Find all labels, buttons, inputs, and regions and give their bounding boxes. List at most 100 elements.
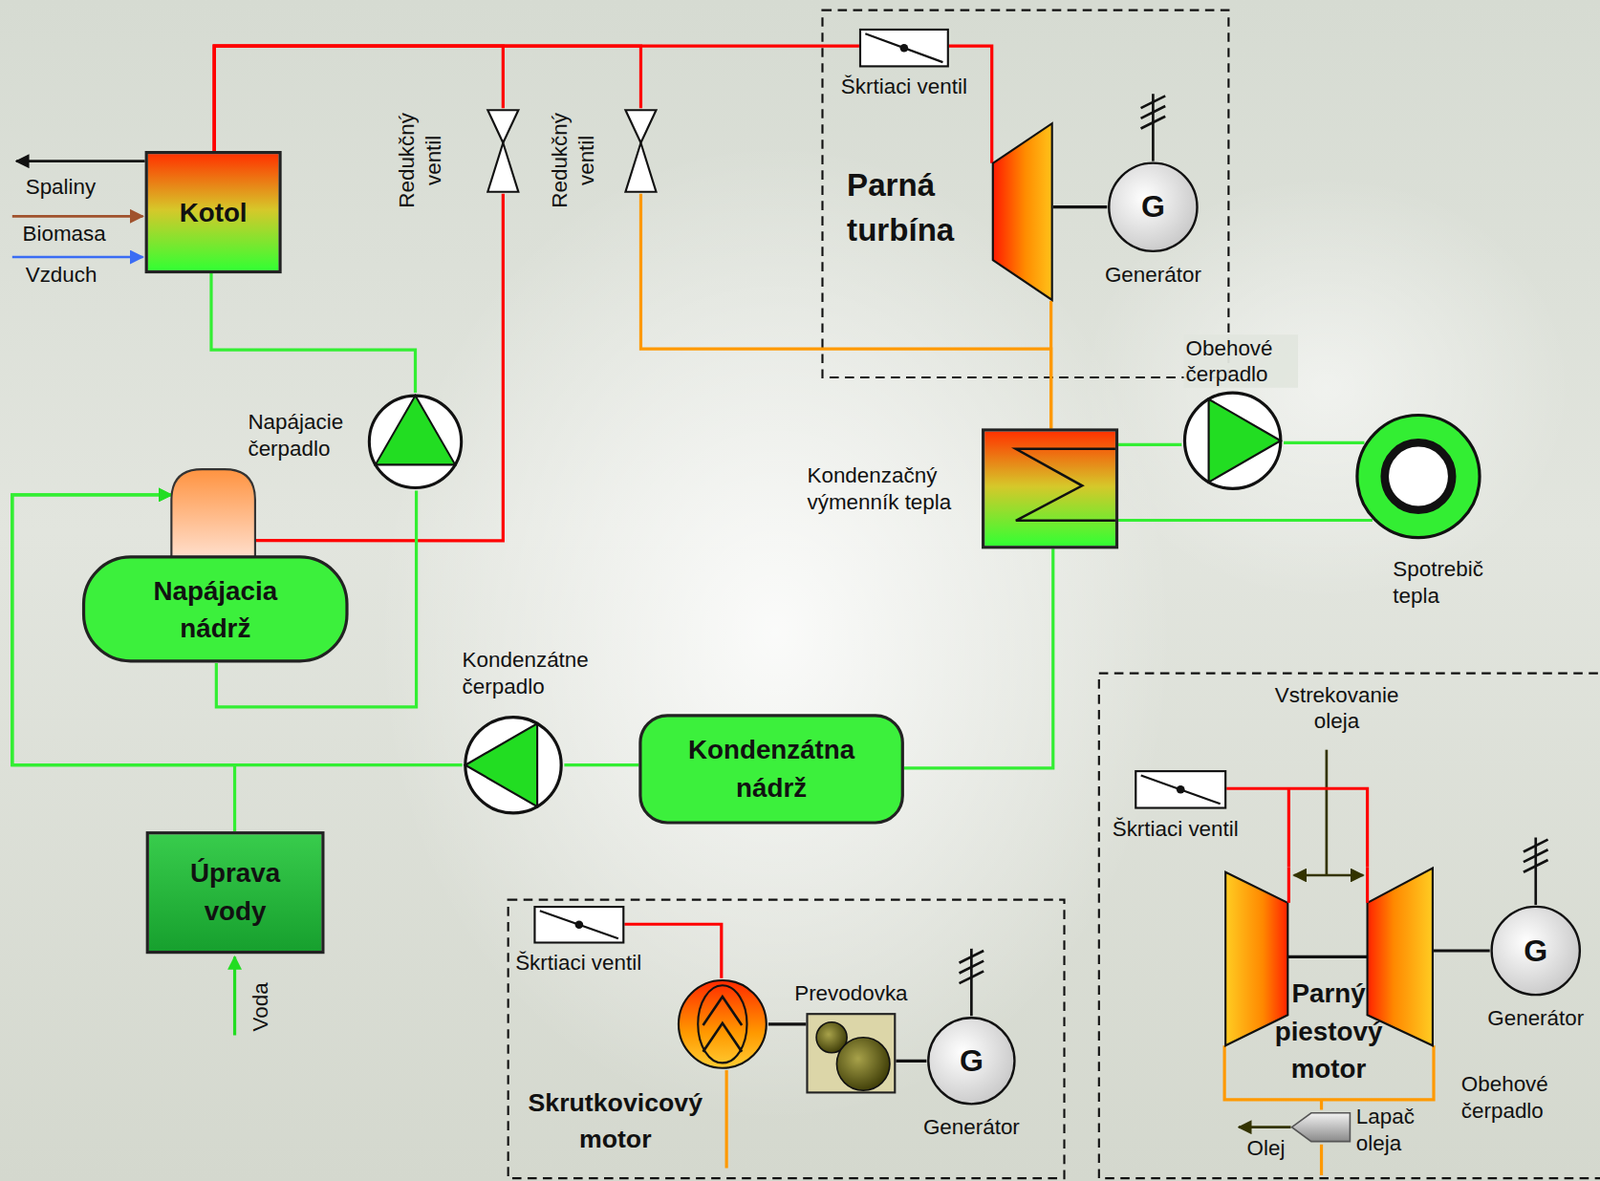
shape-part [1209,399,1281,483]
node-label: Parná turbína [846,163,982,254]
exhaust-outlet-line [1319,1145,1323,1176]
node-label: Napájacie čerpadlo [247,409,363,463]
shape-part [970,949,973,1017]
pipe-line [1226,788,1367,867]
shape-part [1491,907,1580,995]
throttle-valve: Škrtiaci ventil [533,906,625,945]
node-label: Lapač oleja [1356,1103,1438,1158]
annotation-label: Olej [1247,1134,1286,1162]
shape-part [806,1014,895,1093]
node-label: Generátor [1479,1005,1592,1033]
shape-part [1176,785,1186,795]
throttle-valve: Škrtiaci ventil [1134,770,1227,810]
pipe-line [563,763,639,767]
node-label: Úprava vody [163,855,306,931]
pipe-line [214,45,503,152]
shape-part [1523,849,1549,863]
node-label: Kondenzačný výmenník tepla [806,462,973,517]
shape-part [900,43,909,53]
shape-part [625,142,656,192]
symbol-drawing [984,432,1116,547]
shape-part [465,723,538,807]
shape-part [487,109,519,143]
shape-part [1287,866,1291,903]
shape-part [959,961,985,974]
symbol-drawing [533,906,625,945]
node-label: Skrutkovicový motor [513,1084,718,1158]
feed-pump: Napájacie čerpadlo [366,392,464,491]
shape-part [1523,860,1549,873]
shape-part [534,907,624,943]
node-label: Obehové čerpadlo [1183,334,1298,389]
pipe-line [640,194,1051,430]
shape-part [1135,771,1226,808]
node-label: Spotrebič tepla [1392,556,1515,610]
reducing-valve: Redukčný ventil [485,108,520,195]
pipe-line [255,194,503,541]
flue-gas-arrow [16,159,146,163]
screw-motor: Skrutkovicový motor [676,978,769,1071]
shape-part [1287,955,1367,959]
shape-part [1016,449,1116,521]
shape-part [84,557,347,662]
symbol-drawing [676,978,769,1071]
node-label: Kondenzátna nádrž [664,732,879,808]
shape-part [864,33,943,63]
symbol-drawing [485,108,520,195]
shape-part [860,29,949,66]
shape-part [1151,93,1155,161]
symbol-drawing [366,392,464,491]
pipe-line [1433,949,1491,952]
symbol-drawing [992,122,1054,302]
shape-part [1292,1113,1351,1143]
symbol-drawing [859,28,950,68]
shape-part [1534,838,1537,906]
screw-group-frame [508,900,1065,1179]
pipe-line [214,45,641,152]
shape-part [1384,442,1452,510]
pipe-line [1118,443,1182,447]
oil-injection-arrow [1294,874,1364,878]
condensate-tank: Kondenzátna nádrž [638,713,905,824]
shape-part [959,951,985,964]
node-label: Škrtiaci ventil [828,73,980,101]
annotation-label: Voda [246,979,274,1036]
symbol-drawing [1181,389,1284,493]
shape-part [1357,415,1480,539]
oil-injection-line [1325,750,1329,876]
turbine-group-frame [821,10,1229,378]
gearbox-symbol: Prevodovka [805,1013,896,1094]
annotation-label: Biomasa [21,220,106,248]
water-treatment: Úprava vody [146,831,325,954]
shape-part [1184,392,1280,489]
shape-part [697,985,747,1063]
pipe-line [214,45,860,152]
shape-part [1365,866,1369,903]
pipe-line [768,1022,807,1026]
node-label: Škrtiaci ventil [1112,816,1239,844]
shape-part [487,142,519,192]
symbol-drawing [462,713,565,817]
node-label: Parný piestový motor [1252,975,1406,1089]
node-label: Napájacia nádrž [81,557,349,664]
biomass-arrow [12,215,144,218]
pipe-line [949,45,993,164]
shape-part [375,395,455,465]
node-label: Redukčný ventil [546,103,601,218]
symbol-drawing [805,1013,896,1094]
generator-symbol: GGenerátor [926,1016,1017,1106]
condensate-pump: Kondenzátne čerpadlo [462,713,565,817]
shape-part [1141,95,1167,109]
heat-consumer: Spotrebič tepla [1355,412,1482,540]
node-label: G [1523,929,1548,973]
shape-part [171,469,256,566]
node-label: G [1141,185,1166,229]
feed-tank: Napájacia nádrž [81,469,349,664]
piston-motor: Parný piestový motor [1224,866,1434,1100]
node-label: Generátor [1086,260,1220,288]
node-label: Kondenzátne čerpadlo [462,646,621,700]
pipe-line [1053,205,1108,209]
annotation-label: Vzduch [25,260,98,288]
